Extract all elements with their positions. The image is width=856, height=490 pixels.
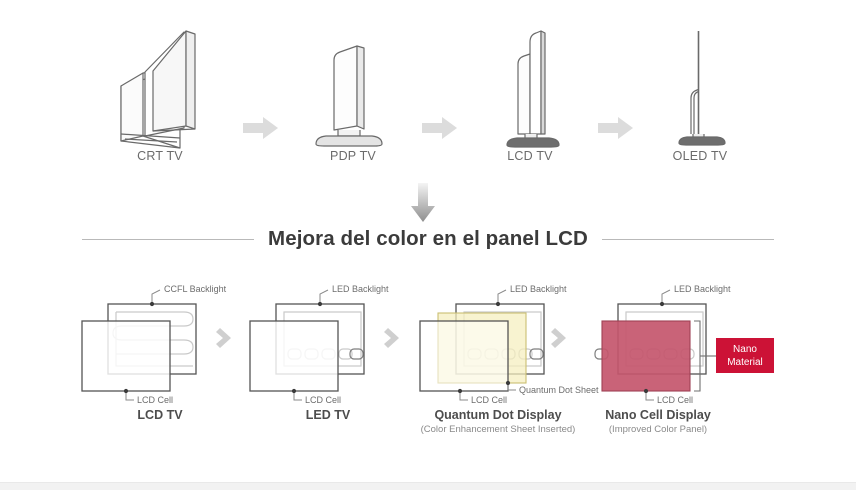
panel-name-led-tv: LED TV (305, 408, 351, 422)
tv-evolution-row: CRT TV PDP TV (0, 26, 856, 176)
pdp-tv-icon (278, 26, 428, 148)
panel-technology-row: CCFL Backlight LCD Cell LCD TV (0, 276, 856, 451)
title-rule-right (601, 238, 774, 240)
panel-sub-quantum-dot: (Color Enhancement Sheet Inserted) (420, 424, 576, 435)
panel-name-nano-cell: Nano Cell Display (605, 408, 711, 422)
right-block-arrow-icon-3 (598, 116, 634, 140)
bottom-divider-strip (0, 482, 856, 490)
evolution-label-crt: CRT TV (137, 149, 183, 163)
panel-sub-nano-cell: (Improved Color Panel) (608, 424, 708, 435)
led-tv-panel-diagram: LED Backlight LCD Cell (228, 276, 428, 405)
crt-tv-icon (85, 26, 235, 149)
right-block-arrow-icon-2 (422, 116, 458, 140)
lcd-tv-panel-diagram: CCFL Backlight LCD Cell (60, 276, 260, 405)
label-lcd-cell: LCD Cell (657, 395, 693, 405)
title-rule-left (82, 238, 255, 240)
oled-tv-icon (625, 26, 775, 148)
panel-item-quantum-dot: LED Backlight LCD Cell Quantum Dot Sheet… (398, 276, 599, 451)
page-title: Mejora del color en el panel LCD (268, 227, 588, 250)
label-lcd-cell: LCD Cell (305, 395, 341, 405)
panel-item-lcd-tv: CCFL Backlight LCD Cell LCD TV (60, 276, 260, 451)
quantum-dot-panel-diagram: LED Backlight LCD Cell Quantum Dot Sheet (398, 276, 599, 405)
evolution-label-oled: OLED TV (672, 149, 728, 163)
down-arrow-icon (409, 183, 437, 223)
nano-cell-panel-diagram: LED Backlight LCD Cell Nano Material (570, 276, 830, 405)
label-led-backlight: LED Backlight (674, 284, 731, 294)
panel-caption-quantum-dot: Quantum Dot Display (Color Enhancement S… (398, 407, 598, 436)
evolution-item-lcd: LCD TV (455, 26, 605, 176)
evolution-item-oled: OLED TV (625, 26, 775, 176)
panel-item-led-tv: LED Backlight LCD Cell LED TV (228, 276, 428, 451)
chevron-right-icon-2 (383, 324, 405, 352)
evolution-label-lcd: LCD TV (507, 149, 553, 163)
label-lcd-cell: LCD Cell (471, 395, 507, 405)
panel-caption-led-tv: LED TV (228, 407, 428, 423)
label-led-backlight: LED Backlight (510, 284, 567, 294)
panel-item-nano-cell: LED Backlight LCD Cell Nano Material Nan… (570, 276, 830, 451)
label-quantum-dot-sheet: Quantum Dot Sheet (519, 385, 599, 395)
evolution-label-pdp: PDP TV (330, 149, 376, 163)
right-block-arrow-icon (243, 116, 279, 140)
badge-nano-line2: Material (727, 357, 763, 368)
panel-name-lcd-tv: LCD TV (137, 408, 183, 422)
badge-nano-line1: Nano (733, 344, 757, 355)
chevron-right-icon-3 (550, 324, 572, 352)
evolution-item-crt: CRT TV (85, 26, 235, 176)
evolution-item-pdp: PDP TV (278, 26, 428, 176)
label-lcd-cell: LCD Cell (137, 395, 173, 405)
panel-caption-lcd-tv: LCD TV (60, 407, 260, 423)
chevron-right-icon-1 (215, 324, 237, 352)
section-title-band: Mejora del color en el panel LCD (0, 222, 856, 256)
panel-caption-nano-cell: Nano Cell Display (Improved Color Panel) (570, 407, 746, 436)
panel-name-quantum-dot: Quantum Dot Display (434, 408, 562, 422)
label-led-backlight: LED Backlight (332, 284, 389, 294)
lcd-tv-icon (455, 26, 605, 148)
label-ccfl-backlight: CCFL Backlight (164, 284, 227, 294)
